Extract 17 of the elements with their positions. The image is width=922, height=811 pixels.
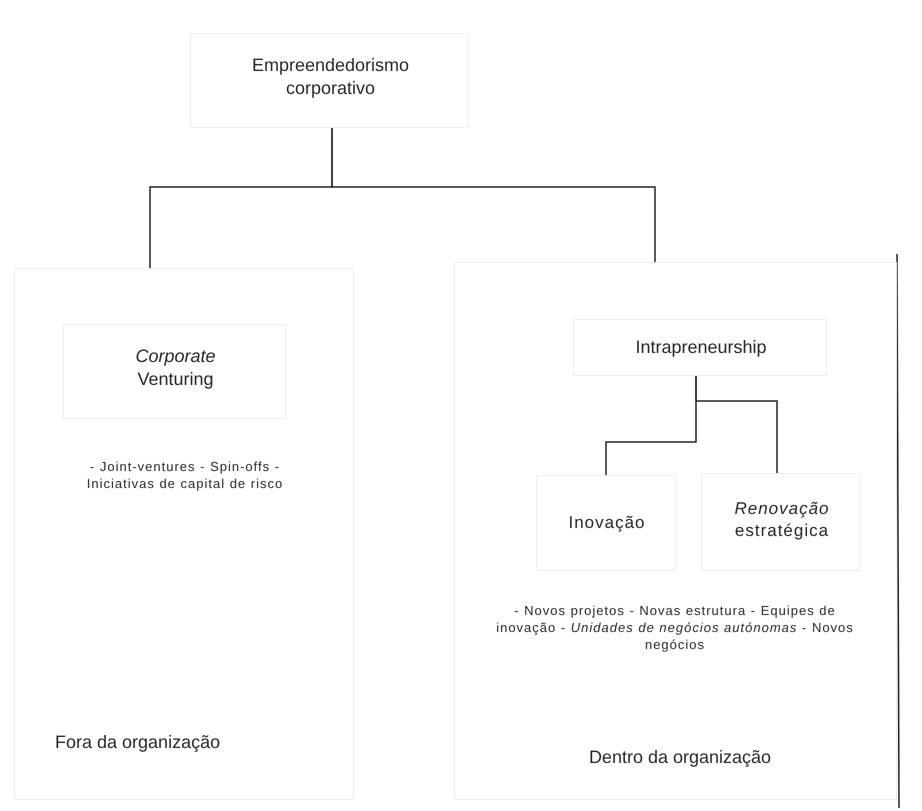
subcategory-box [701, 473, 861, 571]
connector-line [331, 128, 656, 262]
connector-line [695, 376, 778, 473]
category-label: Corporate Venturing [134, 345, 217, 392]
panel-caption: Fora da organização [55, 731, 222, 754]
bullet-list: - Novos projetos - Novas estrutura - Equipes de inovação - Unidades de negócios autónomas - Novos negócios [485, 603, 865, 654]
subcategory-label: Inovação [568, 512, 646, 534]
subcategory-label: Renovação estratégica [733, 498, 830, 542]
panel-caption: Dentro da organização [588, 746, 772, 769]
bullet-list: - Joint-ventures - Spin-offs - Iniciativas de capital de risco [55, 459, 315, 493]
context-panel [14, 268, 354, 800]
concept-box [190, 33, 469, 128]
concept-label: Empreendedorismo corporativo [250, 54, 410, 100]
subcategory-box [536, 475, 676, 571]
category-label: Intrapreneurship [634, 336, 768, 359]
category-box [573, 319, 827, 376]
context-panel [454, 262, 897, 800]
